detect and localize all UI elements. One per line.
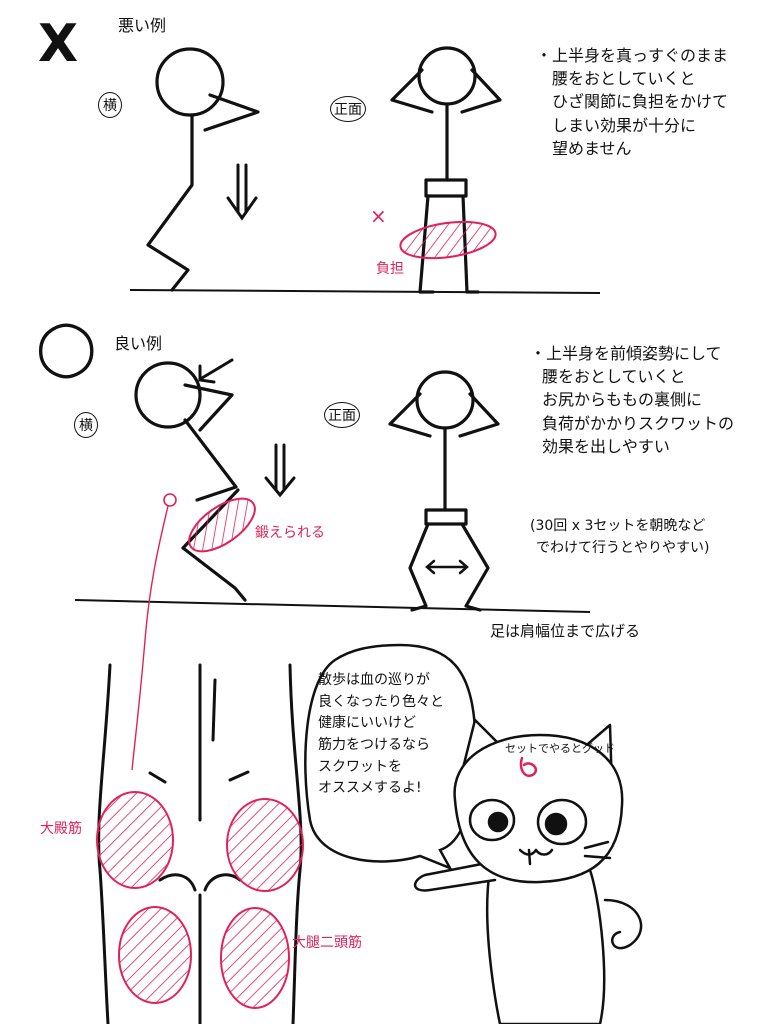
cat-caption: セットでやるとグッド (505, 742, 615, 755)
gluteus-left-highlight (96, 791, 174, 889)
bad-description: ・上半身を真っすぐのまま 腰をおとしていくと ひざ関節に負担をかけて しまい効果… (536, 44, 728, 160)
bad-front-label: 正面 (330, 96, 366, 122)
gluteus-right-highlight (226, 798, 304, 892)
bad-side-stick-figure (146, 47, 260, 292)
speech-line: 良くなったり色々と (318, 693, 444, 710)
good-side-label: 横 (74, 412, 98, 438)
speech-line: 筋力をつけるなら (318, 737, 430, 754)
width-arrow-icon (425, 559, 469, 575)
head-tilt-arrow-icon (198, 358, 234, 384)
good-front-label: 正面 (324, 402, 360, 428)
bad-title: 悪い例 (118, 16, 167, 35)
speech-line: スクワットを (318, 758, 402, 775)
good-note: (30回 x 3セットを朝晩など でわけて行うとやりやすい) (530, 515, 709, 560)
speech-line: オススメするよ! (318, 780, 422, 797)
good-description-line: お尻からももの裏側に (542, 390, 703, 410)
cat-character (413, 718, 643, 1024)
bad-burden-label: 負担 (376, 261, 404, 277)
good-description-line: 腰をおとしていくと (542, 367, 686, 387)
bad-description-line: ・上半身を真っすぐのまま (536, 46, 729, 65)
hamstring-left-highlight (118, 906, 192, 1004)
callout-dot (163, 493, 177, 507)
good-circle-mark: ◯ (36, 315, 97, 378)
good-floor-line (74, 599, 591, 613)
callout-leader-line (131, 505, 169, 771)
gluteus-label: 大殿筋 (40, 821, 82, 837)
good-description: ・上半身を前傾姿勢にして 腰をおとしていくと お尻からももの裏側に 負荷がかかり… (530, 342, 734, 458)
bad-x-mark: X (38, 14, 79, 74)
bad-description-line: 望めません (552, 138, 632, 158)
good-side-stick-figure (134, 361, 247, 602)
bad-down-arrow-icon (226, 163, 258, 221)
bad-description-line: ひざ関節に負担をかけて (552, 92, 729, 112)
good-description-line: 効果を出しやすい (542, 436, 670, 456)
good-description-line: 負荷がかかりスクワットの (542, 413, 735, 433)
good-note-line: (30回 x 3セットを朝晩など (530, 518, 706, 534)
bad-side-label: 横 (98, 92, 122, 118)
bad-knee-burden-highlight (399, 220, 497, 260)
good-trained-label: 鍛えられる (255, 525, 325, 541)
good-front-stick-figure (388, 370, 500, 612)
bad-floor-line (129, 289, 601, 294)
good-hamstring-highlight (188, 497, 256, 553)
hamstring-label: 大腿二頭筋 (292, 935, 362, 951)
speech-bubble (304, 643, 477, 871)
bad-description-line: しまい効果が十分に (552, 115, 697, 135)
good-note-line: でわけて行うとやりやすい) (536, 540, 710, 557)
good-down-arrow-icon (264, 443, 296, 498)
speech-line: 健康にいいけど (318, 715, 416, 732)
good-feet-label: 足は肩幅位まで広げる (490, 622, 641, 640)
good-description-line: ・上半身を前傾姿勢にして (530, 344, 722, 363)
back-anatomy-drawing (97, 663, 303, 1024)
hamstring-right-highlight (220, 907, 290, 1009)
good-title: 良い例 (114, 334, 163, 353)
bad-description-line: 腰をおとしていくと (552, 69, 696, 89)
speech-line: 散歩は血の巡りが (318, 672, 430, 688)
bad-x-mark-red: × (370, 204, 387, 228)
speech-bubble-text: 散歩は血の巡りが 良くなったり色々と 健康にいいけど 筋力をつけるなら スクワッ… (318, 670, 444, 800)
